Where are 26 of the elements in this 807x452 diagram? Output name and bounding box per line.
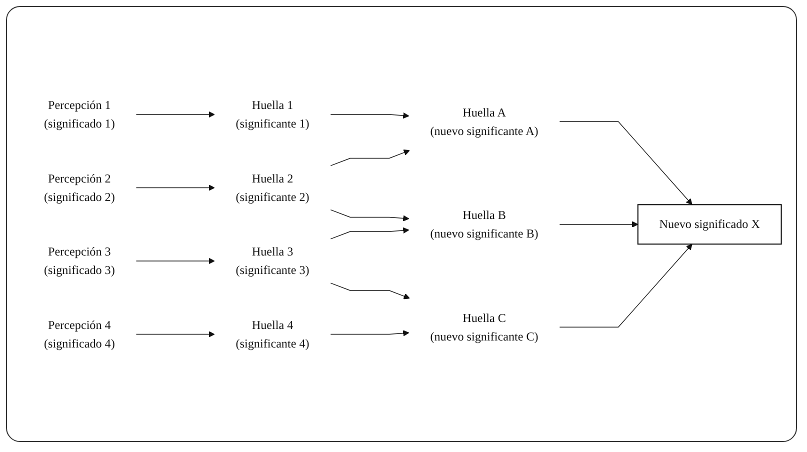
node-text: Huella 2 (significante 2) [235,171,309,204]
arrow [330,209,409,222]
arrow [330,330,409,336]
arrow [135,258,214,264]
node-box [636,204,782,244]
node-text: Percepción 1 (significado 1) [44,98,114,130]
arrow [330,282,410,299]
node-text: Huella C (nuevo significante C) [430,310,538,342]
arrow [558,120,692,205]
arrow [135,330,214,337]
arrow [135,184,214,190]
node-text: Percepción 2 (significado 2) [44,171,114,204]
node-text: Huella 3 (significante 3) [235,244,309,276]
arrow [558,243,692,328]
arrow [558,220,638,228]
node-text: Huella 4 (significante 4) [235,318,309,350]
arrow [330,149,410,166]
node-text: Huella 1 (significante 1) [235,98,309,130]
node-text: Percepción 4 (significado 4) [44,318,114,350]
arrow [330,112,409,118]
node-text: Huella B (nuevo significante B) [430,208,538,240]
node-text: Percepción 3 (significado 3) [44,244,114,276]
node-text: Huella A (nuevo significante A) [430,105,538,137]
diagram-frame: Percepción 1 (significado 1) Percepción 2 (significado 2) Percepción 3 (significado 3) Percepción 4 (significado 4) Huella 1 (significante 1) Huella 2 (significante 2) Huella 3 (significante 3) Huella 4 (significante 4) Huella A (nuevo significante A) Huella B (nuevo significante B) Huella C (nuevo significante C) Nuevo significado X [6,6,797,442]
arrow [330,226,409,239]
arrow [135,111,214,118]
